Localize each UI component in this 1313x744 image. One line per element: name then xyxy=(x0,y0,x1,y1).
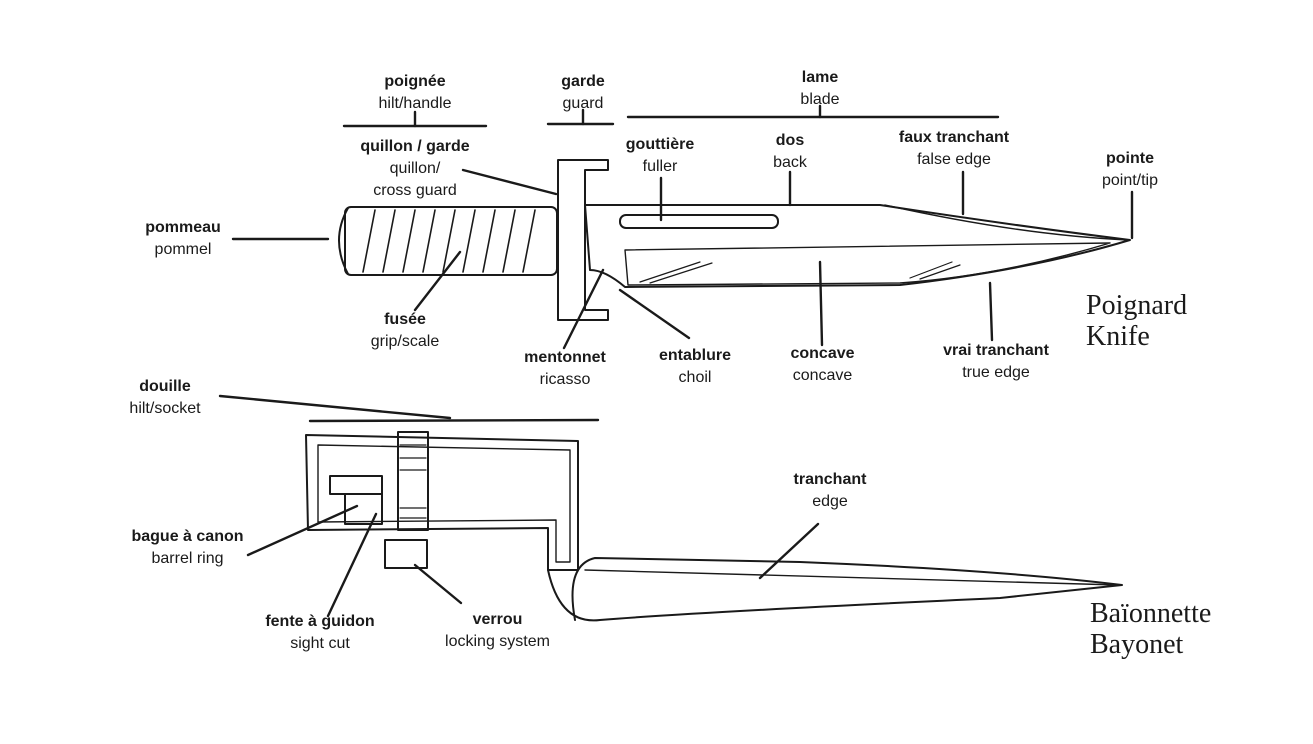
knife-glint-marks xyxy=(639,261,961,284)
label-tranchant-fr: tranchant xyxy=(793,471,867,488)
label-lame-en: blade xyxy=(800,91,840,108)
label-tranchant: tranchant edge xyxy=(775,469,885,513)
label-entablure-en: choil xyxy=(678,369,712,386)
label-quillon-fr: quillon / garde xyxy=(360,138,470,155)
label-pointe: pointe point/tip xyxy=(1080,148,1180,192)
label-pommeau-en: pommel xyxy=(154,241,212,258)
label-pointe-en: point/tip xyxy=(1101,172,1159,189)
label-verrou-fr: verrou xyxy=(472,611,523,628)
label-faux-tranchant: faux tranchant false edge xyxy=(874,127,1034,171)
knife-blade xyxy=(584,204,1131,288)
title-knife-fr: Poignard xyxy=(1086,290,1188,321)
label-mentonnet-fr: mentonnet xyxy=(524,349,606,366)
label-verrou-en: locking system xyxy=(445,633,550,650)
label-fente-en: sight cut xyxy=(290,635,350,652)
bayonet-ring-ridges xyxy=(399,444,427,519)
label-pommeau: pommeau pommel xyxy=(128,217,238,261)
label-entablure: entablure choil xyxy=(640,345,750,389)
label-concave: concave concave xyxy=(770,343,875,387)
label-dos-en: back xyxy=(773,154,807,171)
knife-leader-lines xyxy=(231,168,1134,350)
knife-concave-panel xyxy=(624,242,1111,286)
bayonet-sight-cut xyxy=(344,493,383,525)
label-douille-fr: douille xyxy=(139,378,191,395)
label-fente: fente à guidon sight cut xyxy=(235,611,405,655)
bayonet-socket-inner xyxy=(317,444,571,563)
label-quillon: quillon / garde quillon/ cross guard xyxy=(340,136,490,202)
knife-pommel xyxy=(338,207,349,275)
knife-false-edge-line xyxy=(884,204,1129,241)
knife-cross-guard xyxy=(557,159,609,321)
knife-fuller xyxy=(619,214,779,229)
label-bague-fr: bague à canon xyxy=(131,528,244,545)
label-lame-fr: lame xyxy=(801,69,839,86)
label-verrou: verrou locking system xyxy=(420,609,575,653)
knife-grip-hatching xyxy=(362,209,536,273)
label-poignee: poignée hilt/handle xyxy=(340,71,490,115)
label-vrai-tranchant-en: true edge xyxy=(962,364,1030,381)
label-concave-en: concave xyxy=(792,367,853,384)
knife-drawing xyxy=(338,159,1131,321)
bayonet-blade-ridge xyxy=(584,569,1119,586)
label-mentonnet: mentonnet ricasso xyxy=(505,347,625,391)
label-poignee-fr: poignée xyxy=(384,73,446,90)
label-quillon-en: quillon/ xyxy=(389,160,441,177)
label-pommeau-fr: pommeau xyxy=(145,219,221,236)
label-mentonnet-en: ricasso xyxy=(539,371,591,388)
label-fusee: fusée grip/scale xyxy=(350,309,460,353)
bayonet-locking-ring xyxy=(397,431,429,531)
label-bague-en: barrel ring xyxy=(151,550,224,567)
title-bayonet-en: Bayonet xyxy=(1090,629,1184,660)
label-garde-fr: garde xyxy=(561,73,605,90)
label-tranchant-en: edge xyxy=(812,493,848,510)
label-fusee-fr: fusée xyxy=(384,311,426,328)
label-faux-tranchant-fr: faux tranchant xyxy=(898,129,1010,146)
label-pointe-fr: pointe xyxy=(1106,150,1154,167)
label-bague: bague à canon barrel ring xyxy=(105,526,270,570)
label-vrai-tranchant: vrai tranchant true edge xyxy=(916,340,1076,384)
label-dos: dos back xyxy=(750,130,830,174)
label-faux-tranchant-en: false edge xyxy=(917,151,991,168)
title-bayonet: Baïonnette Bayonet xyxy=(1090,598,1211,660)
label-entablure-fr: entablure xyxy=(658,347,731,364)
bayonet-lock-spring xyxy=(384,539,428,569)
label-dos-fr: dos xyxy=(775,132,805,149)
label-douille: douille hilt/socket xyxy=(110,376,220,420)
title-knife-en: Knife xyxy=(1086,321,1150,352)
label-lame: lame blade xyxy=(770,67,870,111)
label-gouttiere-en: fuller xyxy=(642,158,678,175)
bayonet-barrel-ring xyxy=(329,475,383,495)
bayonet-brackets xyxy=(218,394,600,423)
bayonet-blade xyxy=(547,557,1123,622)
label-poignee-en: hilt/handle xyxy=(378,95,452,112)
label-concave-fr: concave xyxy=(790,345,855,362)
label-garde: garde guard xyxy=(533,71,633,115)
bayonet-socket xyxy=(305,434,579,571)
bayonet-drawing xyxy=(305,431,1123,622)
bayonet-leader-lines xyxy=(246,504,820,618)
label-gouttiere-fr: gouttière xyxy=(625,136,695,153)
knife-brackets xyxy=(342,104,1000,128)
title-bayonet-fr: Baïonnette xyxy=(1090,598,1212,629)
label-quillon-en2: cross guard xyxy=(373,182,457,199)
label-garde-en: guard xyxy=(562,95,604,112)
label-gouttiere: gouttière fuller xyxy=(605,134,715,178)
label-douille-en: hilt/socket xyxy=(129,400,201,417)
label-vrai-tranchant-fr: vrai tranchant xyxy=(943,342,1049,359)
title-knife: Poignard Knife xyxy=(1086,290,1187,352)
label-fente-fr: fente à guidon xyxy=(265,613,375,630)
label-fusee-en: grip/scale xyxy=(370,333,440,350)
